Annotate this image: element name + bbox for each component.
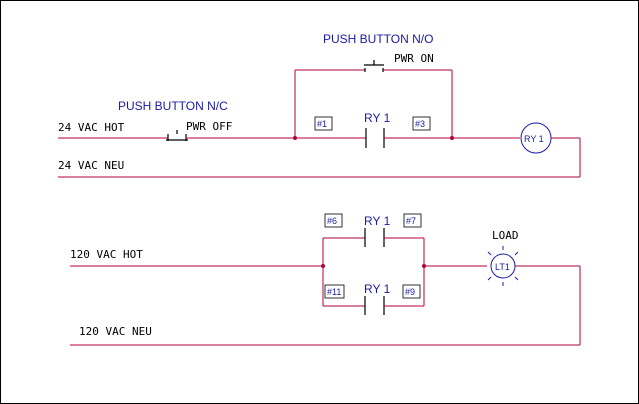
pb-nc-title: PUSH BUTTON N/C [118,99,228,113]
ry1-contact-b [364,296,385,315]
ry1-contact-label: RY 1 [364,111,391,125]
junction-dot [293,136,297,140]
pb-no-title: PUSH BUTTON N/O [323,32,433,46]
neu-120-label: 120 VAC NEU [79,325,152,338]
terminal-tag-1-text: #1 [317,119,327,129]
terminal-tag-11-text: #11 [327,287,341,297]
relay-coil-label: RY 1 [524,134,544,144]
pushbutton-nc-symbol [166,130,188,141]
terminal-tag-6 [324,213,343,228]
junction-dot [450,136,454,140]
ry1-contact-a-label: RY 1 [364,214,391,228]
pushbutton-no-symbol [364,60,384,72]
terminal-tag-7 [403,213,422,228]
ry1-contact-b-label: RY 1 [364,282,391,296]
terminal-tag-9 [402,284,421,299]
terminal-tag-3-text: #3 [415,119,425,129]
hot-24-label: 24 VAC HOT [58,121,125,134]
terminal-tag-11 [324,284,345,299]
terminal-tag-6-text: #6 [327,216,337,226]
neu-24-label: 24 VAC NEU [58,159,124,172]
ry1-contact-24v [365,128,385,148]
junction-dot [321,264,325,268]
lamp-label: LT1 [495,262,510,272]
terminal-tag-1 [314,116,333,131]
ry1-contact-a [364,228,385,247]
lamp-rays [487,246,519,286]
hot-120-label: 120 VAC HOT [70,248,143,261]
pb-no-label: PWR ON [394,52,434,65]
pb-nc-label: PWR OFF [186,120,232,133]
terminal-tag-9-text: #9 [405,287,415,297]
terminal-tag-3 [412,116,431,131]
terminal-tag-7-text: #7 [406,216,416,226]
load-label: LOAD [492,229,519,242]
